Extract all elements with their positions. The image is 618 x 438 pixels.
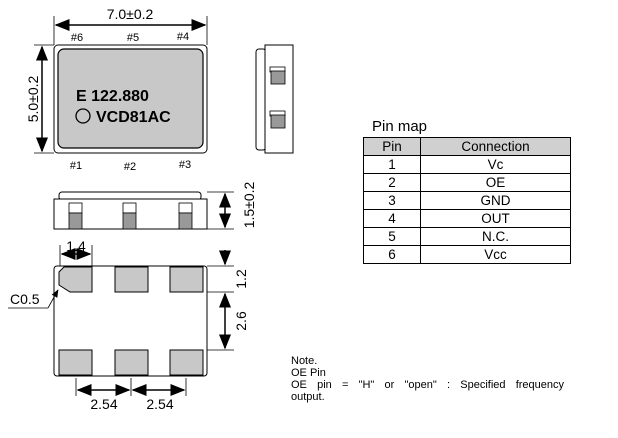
pad-width-dimension: 1.4 <box>66 238 86 254</box>
top-view: 7.0±0.2 5.0±0.2 E 122.880 VCD81AC #6 #5 … <box>25 6 208 173</box>
pitch-dimension: 2.54 <box>146 396 173 412</box>
marking-frequency: E 122.880 <box>76 88 149 105</box>
marking-model: VCD81AC <box>96 109 171 126</box>
pad-gap-dimension: 2.6 <box>233 311 249 331</box>
pitch-dimension: 2.54 <box>90 396 117 412</box>
front-view: 1.5±0.2 <box>53 181 257 230</box>
pin-label: #4 <box>177 31 189 43</box>
pin-cell: 6 <box>363 245 421 264</box>
pin1-indicator-icon <box>75 108 91 124</box>
note: Note. OE Pin OE pin = "H" or "open" : Sp… <box>291 355 564 403</box>
connection-cell: Vc <box>420 155 571 174</box>
pin-map-title: Pin map <box>372 118 428 135</box>
connection-cell: Vcc <box>420 245 571 264</box>
pin-label: #5 <box>127 32 139 44</box>
pin-label: #3 <box>179 159 191 171</box>
note-heading: Note. <box>291 355 318 367</box>
connection-cell: OE <box>420 173 571 192</box>
pin-cell: 5 <box>363 227 421 246</box>
note-subheading: OE Pin <box>291 367 326 379</box>
thickness-dimension: 1.5±0.2 <box>241 181 257 228</box>
pin-cell: 2 <box>363 173 421 192</box>
pin-cell: 3 <box>363 191 421 210</box>
width-dimension: 7.0±0.2 <box>107 6 154 22</box>
connection-cell: GND <box>420 191 571 210</box>
connection-cell: N.C. <box>420 227 571 246</box>
pad-height-dimension: 1.2 <box>233 269 249 289</box>
note-text: OE pin = "H" or "open" : Specified frequ… <box>291 379 564 403</box>
side-view <box>255 44 294 154</box>
pin-cell: 1 <box>363 155 421 174</box>
header-pin: Pin <box>363 137 421 156</box>
bottom-view: 1.4 C0.5 1.2 2.6 2.54 2.54 <box>8 238 249 412</box>
chamfer-dimension: C0.5 <box>10 291 40 307</box>
lid <box>57 48 204 149</box>
height-dimension: 5.0±0.2 <box>25 75 41 122</box>
pin-label: #6 <box>71 32 83 44</box>
header-connection: Connection <box>420 137 571 156</box>
table-header-row: Pin Connection <box>363 137 571 156</box>
pin-cell: 4 <box>363 209 421 228</box>
pin-label: #1 <box>70 160 82 172</box>
pin-label: #2 <box>124 161 136 173</box>
connection-cell: OUT <box>420 209 571 228</box>
